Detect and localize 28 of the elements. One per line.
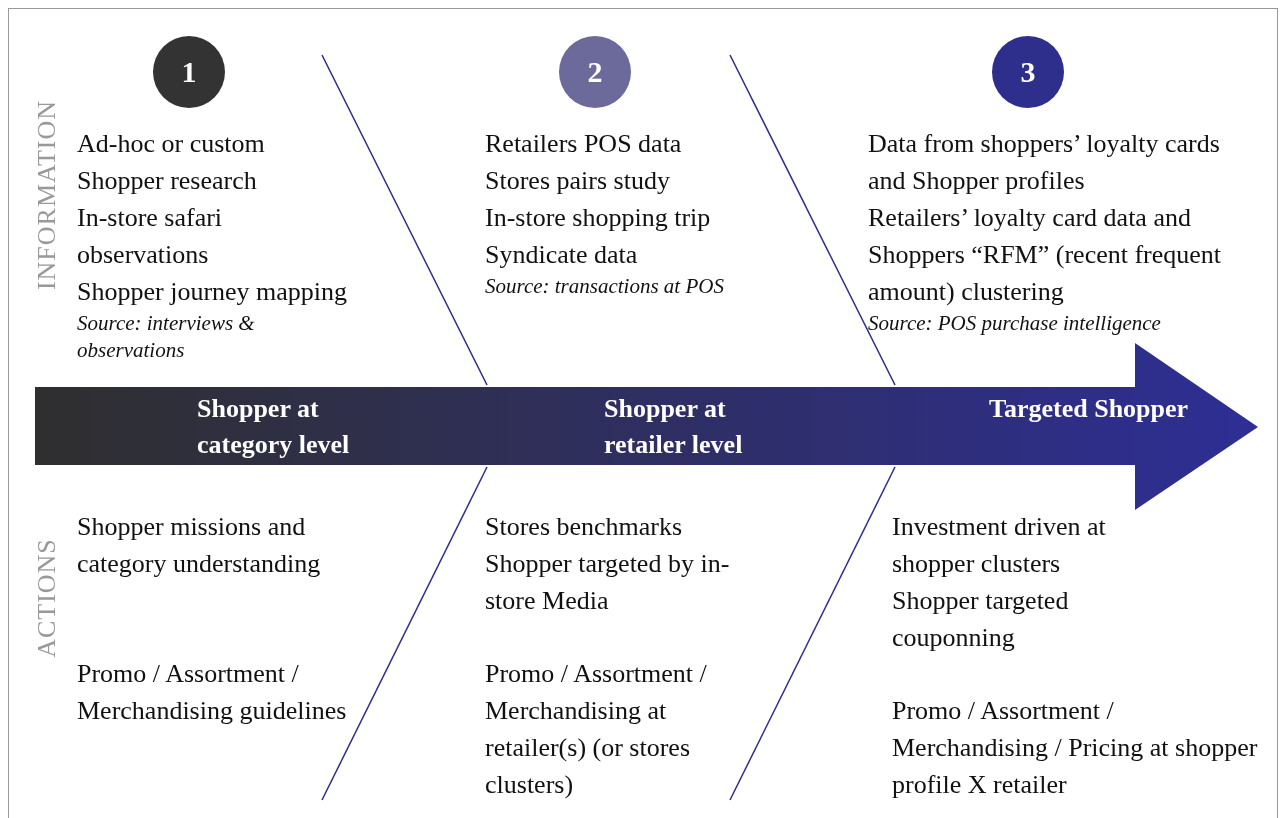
text-item: Stores benchmarks (485, 511, 684, 543)
text-item: Syndicate data (485, 239, 639, 271)
source-note: Source: interviews & observations (77, 310, 256, 364)
text-item: In-store safari observations (77, 202, 224, 271)
text-item: Shopper journey mapping (77, 276, 349, 308)
text-item: Promo / Assortment / Merchandising / Pricing at shopper profile X retailer (892, 695, 1259, 801)
text-item: Retailers POS data (485, 128, 683, 160)
step-number-circle: 3 (992, 36, 1064, 108)
step-number-circle: 2 (559, 36, 631, 108)
step-number-circle: 1 (153, 36, 225, 108)
text-item: In-store shopping trip (485, 202, 712, 234)
text-item: Data from shoppers’ loyalty cards and Shopper profiles (868, 128, 1221, 197)
source-note: Source: POS purchase intelligence (868, 310, 1162, 337)
text-item: Shopper missions and category understanding (77, 511, 322, 580)
stage-label: Targeted Shopper (989, 393, 1189, 425)
source-note: Source: transactions at POS (485, 273, 725, 300)
text-item: Shopper targeted couponning (892, 585, 1070, 654)
section-label: ACTIONS (32, 538, 62, 658)
text-item: Shopper targeted by in-store Media (485, 548, 731, 617)
stage-label: Shopper at retailer level (604, 393, 744, 461)
text-item: Ad-hoc or custom Shopper research (77, 128, 266, 197)
text-item: Retailers’ loyalty card data and Shoppers “RFM” (recent frequent amount) clustering (868, 202, 1223, 308)
stage-label: Shopper at category level (197, 393, 351, 461)
text-item: Stores pairs study (485, 165, 671, 197)
section-label: INFORMATION (32, 99, 62, 291)
text-item: Promo / Assortment / Merchandising at retailer(s) (or stores clusters) (485, 658, 708, 801)
text-item: Promo / Assortment / Merchandising guidelines (77, 658, 348, 727)
text-item: Investment driven at shopper clusters (892, 511, 1107, 580)
